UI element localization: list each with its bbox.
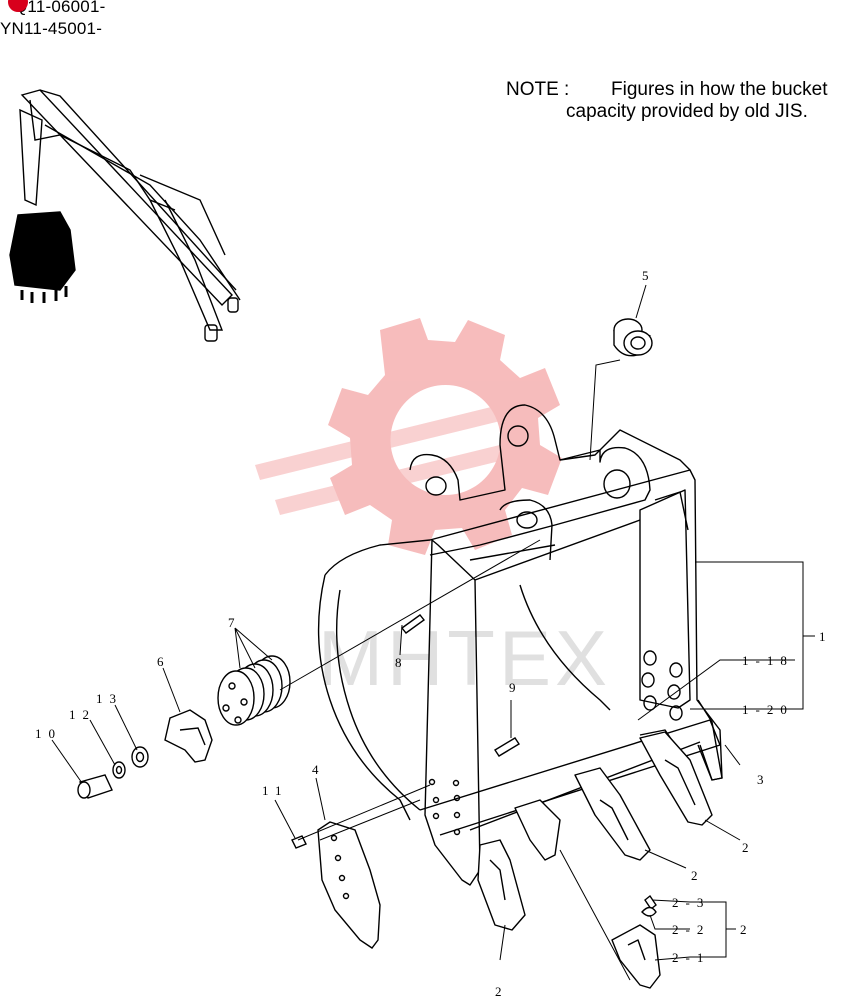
callout-10: 10 xyxy=(35,726,62,741)
serial-range-1: Q11-06001- xyxy=(8,0,106,17)
callout-2-b: 2 xyxy=(691,868,705,883)
bushing-part-5 xyxy=(613,318,653,357)
callout-5: 5 xyxy=(642,268,656,283)
watermark-text: MHTEX xyxy=(318,614,611,702)
callout-2-c: 2 xyxy=(495,984,509,999)
callout-2-a: 2 xyxy=(742,840,756,855)
callout-7: 7 xyxy=(228,615,242,630)
callout-12: 12 xyxy=(69,707,96,722)
callout-2-1: 2-1 xyxy=(672,950,710,965)
callout-1-20: 1-20 xyxy=(742,702,794,717)
excavator-arm-thumbnail xyxy=(9,89,241,342)
bracket-part-6 xyxy=(164,709,213,763)
callout-2-2: 2-2 xyxy=(672,922,710,937)
callout-labels: 5 7 6 13 12 10 11 4 8 9 1-18 1-20 1 3 2 … xyxy=(35,268,833,999)
red-dot-icon xyxy=(8,0,28,12)
callout-6: 6 xyxy=(157,654,171,669)
watermark-gear-icon xyxy=(255,318,562,555)
callout-3: 3 xyxy=(757,772,771,787)
note-line-1: Figures in how the bucket xyxy=(611,79,828,100)
serial-1-text: Q11-06001- xyxy=(14,0,106,16)
note-line-2: capacity provided by old JIS. xyxy=(566,101,808,122)
callout-11: 11 xyxy=(262,783,289,798)
callout-1: 1 xyxy=(819,629,833,644)
leader-lines xyxy=(51,284,815,981)
callout-8: 8 xyxy=(395,655,409,670)
callout-2-d: 2 xyxy=(740,922,754,937)
serial-range-2: YN11-45001- xyxy=(0,19,103,38)
callout-13: 13 xyxy=(96,691,123,706)
callout-9: 9 xyxy=(509,680,523,695)
note-label: NOTE : xyxy=(506,79,570,100)
callout-2-3: 2-3 xyxy=(672,895,710,910)
callout-4: 4 xyxy=(312,762,326,777)
shims-part-7 xyxy=(217,655,291,726)
bucket-teeth xyxy=(477,731,713,989)
fasteners xyxy=(77,614,657,917)
callout-1-18: 1-18 xyxy=(742,653,794,668)
side-cutter-plate xyxy=(317,821,381,949)
